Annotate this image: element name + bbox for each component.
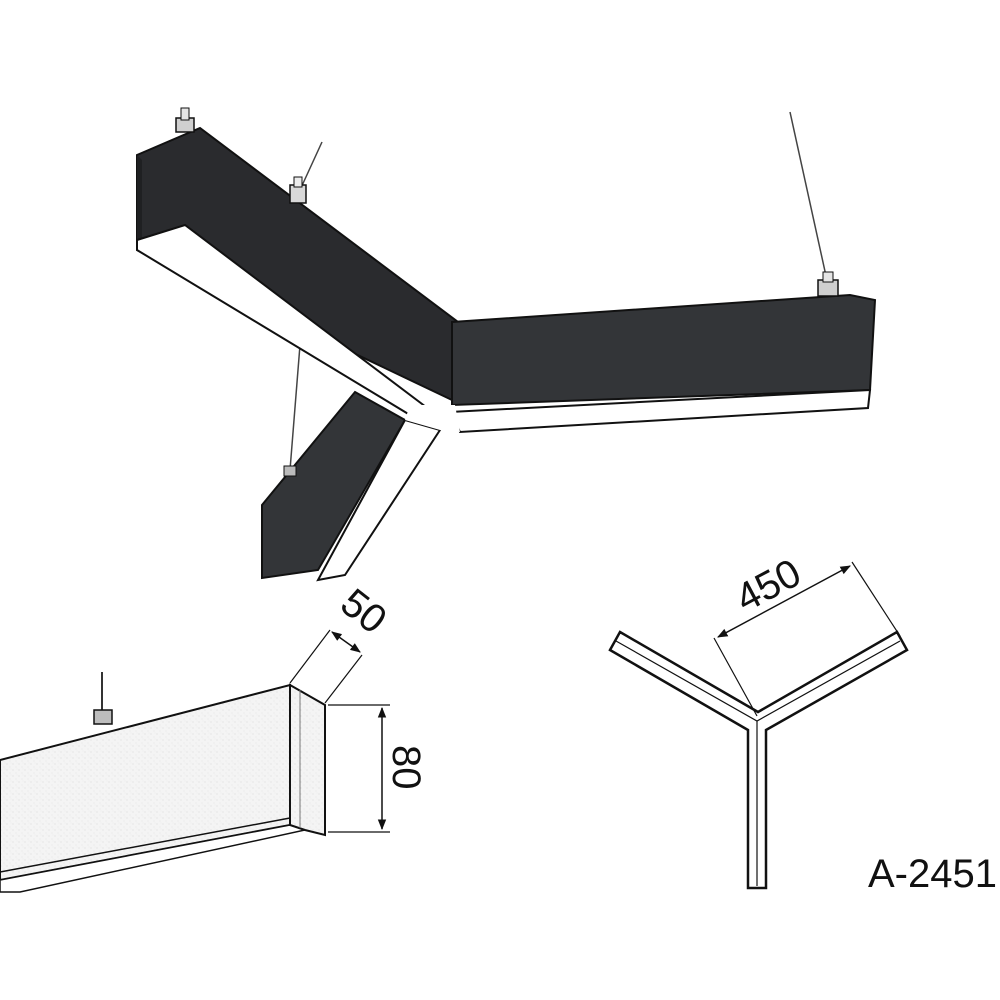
bottom-arm-top <box>261 390 407 580</box>
suspension-cable-right <box>789 111 829 286</box>
suspension-cable-bottom <box>289 344 301 471</box>
connector-left <box>175 107 195 133</box>
connector-middle <box>289 176 307 204</box>
dimension-width: 50 <box>289 580 395 704</box>
plan-view-outline <box>608 630 909 890</box>
profile-diffuser <box>0 824 308 893</box>
pendant-luminaire-3d <box>136 107 877 582</box>
profile-connector <box>93 709 113 725</box>
right-arm-top <box>451 293 877 407</box>
dimension-height: 80 <box>328 704 428 833</box>
dimension-height-label: 80 <box>384 745 428 790</box>
product-code: A-2451 <box>868 852 997 896</box>
dimension-width-label: 50 <box>332 580 394 642</box>
connector-bottom <box>283 465 297 477</box>
profile-side-face <box>0 683 291 882</box>
left-arm-side <box>137 155 142 252</box>
junction-diffuser <box>405 405 460 432</box>
connector-right <box>817 271 839 297</box>
plan-view-y-shape <box>608 630 909 890</box>
profile-section-detail <box>0 672 326 893</box>
dimension-arm-length-label: 450 <box>729 551 809 621</box>
profile-end-cap <box>289 683 326 837</box>
suspension-cable-left <box>299 141 323 191</box>
